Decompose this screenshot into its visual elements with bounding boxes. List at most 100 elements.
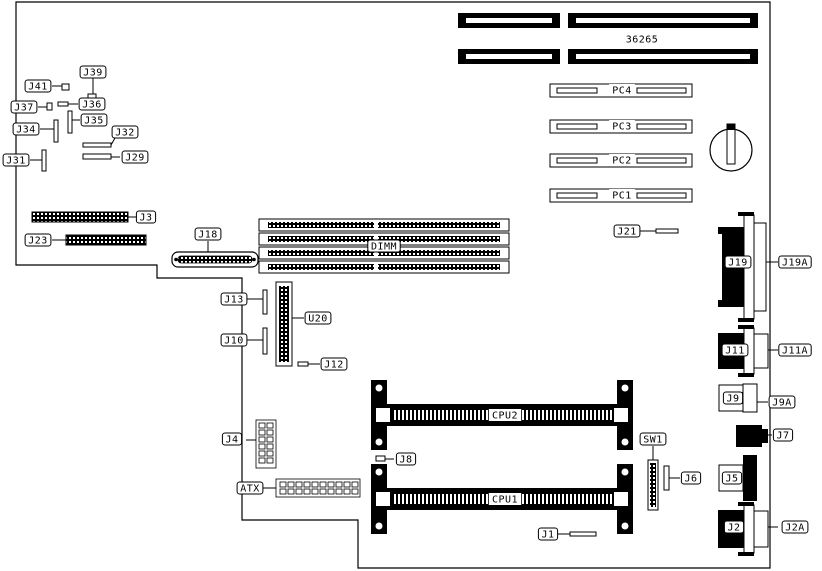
label-pc1: PC1 xyxy=(609,189,635,202)
svg-text:J36: J36 xyxy=(82,100,102,111)
label-j10: J10 xyxy=(220,333,248,347)
header-j13 xyxy=(262,289,268,315)
svg-text:PC1: PC1 xyxy=(612,191,632,202)
svg-text:J23: J23 xyxy=(28,236,48,247)
svg-text:CPU2: CPU2 xyxy=(492,411,518,422)
label-j13: J13 xyxy=(220,292,248,306)
connector-atx xyxy=(275,478,361,498)
label-j35: J35 xyxy=(80,113,108,127)
svg-text:J10: J10 xyxy=(224,336,244,347)
label-pc3: PC3 xyxy=(609,120,635,133)
svg-text:U20: U20 xyxy=(308,314,328,325)
header-j8 xyxy=(375,455,386,462)
svg-text:J13: J13 xyxy=(224,295,244,306)
label-sw1: SW1 xyxy=(639,432,667,446)
battery-icon xyxy=(709,123,753,172)
label-j19a: J19A xyxy=(778,255,812,269)
label-j4: J4 xyxy=(221,432,243,446)
label-j18: J18 xyxy=(194,227,222,241)
svg-text:J29: J29 xyxy=(125,153,145,164)
svg-text:J37: J37 xyxy=(14,103,34,114)
header-j4 xyxy=(255,419,277,469)
label-j36: J36 xyxy=(78,97,106,111)
header-j1 xyxy=(569,531,597,537)
label-j34: J34 xyxy=(12,122,40,136)
svg-text:J7: J7 xyxy=(776,431,789,442)
label-j32: J32 xyxy=(111,125,139,139)
labels: J39 J41 J36 J37 J35 J34 J32 J31 J29 J3 J… xyxy=(2,35,812,541)
svg-text:J12: J12 xyxy=(324,360,344,371)
label-j2: J2 xyxy=(723,520,745,534)
svg-text:J35: J35 xyxy=(84,116,104,127)
label-cpu1: CPU1 xyxy=(488,493,522,506)
label-j29: J29 xyxy=(121,150,149,164)
svg-text:J9: J9 xyxy=(726,394,739,405)
pci-slots xyxy=(549,83,693,203)
svg-text:PC2: PC2 xyxy=(612,156,632,167)
svg-text:J32: J32 xyxy=(115,128,135,139)
label-j11a: J11A xyxy=(778,343,812,357)
header-j6 xyxy=(663,465,670,491)
header-j12 xyxy=(297,361,309,367)
label-j12: J12 xyxy=(320,357,348,371)
svg-text:J4: J4 xyxy=(225,435,238,446)
svg-text:J18: J18 xyxy=(198,230,218,241)
svg-text:J2A: J2A xyxy=(785,523,805,534)
svg-text:J34: J34 xyxy=(16,125,36,136)
svg-text:ATX: ATX xyxy=(240,484,260,495)
svg-text:DIMM: DIMM xyxy=(371,242,397,253)
label-j1: J1 xyxy=(537,527,559,541)
label-j9: J9 xyxy=(722,391,744,405)
connector-j18 xyxy=(171,251,259,268)
label-pc2: PC2 xyxy=(609,154,635,167)
label-j5: J5 xyxy=(721,471,743,485)
label-u20: U20 xyxy=(304,311,332,325)
label-j19: J19 xyxy=(724,255,752,269)
svg-text:J6: J6 xyxy=(684,474,697,485)
connector-j7 xyxy=(736,425,768,447)
label-j2a: J2A xyxy=(781,520,809,534)
label-36265: 36265 xyxy=(626,35,659,46)
label-cpu2: CPU2 xyxy=(488,409,522,422)
svg-text:J11A: J11A xyxy=(782,346,808,357)
svg-text:J19: J19 xyxy=(728,258,748,269)
svg-text:SW1: SW1 xyxy=(643,435,663,446)
label-j9a: J9A xyxy=(768,395,796,409)
label-j21: J21 xyxy=(613,224,641,238)
label-j31: J31 xyxy=(2,153,30,167)
label-j6: J6 xyxy=(680,471,702,485)
label-j3: J3 xyxy=(135,210,157,224)
dimm-slots xyxy=(258,218,510,274)
label-dimm: DIMM xyxy=(367,239,401,253)
svg-text:J31: J31 xyxy=(6,156,26,167)
svg-text:PC3: PC3 xyxy=(612,122,632,133)
svg-text:J8: J8 xyxy=(399,455,412,466)
svg-text:36265: 36265 xyxy=(626,35,659,46)
label-j8: J8 xyxy=(395,452,417,466)
label-atx: ATX xyxy=(236,481,264,495)
header-j10 xyxy=(262,327,268,355)
header-j23 xyxy=(65,234,147,246)
svg-text:J5: J5 xyxy=(725,474,738,485)
svg-text:J11: J11 xyxy=(725,346,745,357)
svg-text:J39: J39 xyxy=(83,68,103,79)
svg-text:PC4: PC4 xyxy=(612,86,632,97)
isa-slots xyxy=(458,13,758,64)
label-j39: J39 xyxy=(79,65,107,79)
leader-lines xyxy=(30,78,778,535)
svg-text:J2: J2 xyxy=(727,523,740,534)
label-pc4: PC4 xyxy=(609,84,635,97)
label-j37: J37 xyxy=(10,100,38,114)
header-j3 xyxy=(31,211,129,223)
label-j11: J11 xyxy=(721,343,749,357)
svg-text:J9A: J9A xyxy=(772,398,792,409)
svg-text:J3: J3 xyxy=(139,213,152,224)
svg-text:J19A: J19A xyxy=(782,258,808,269)
switch-sw1 xyxy=(647,459,659,511)
svg-text:CPU1: CPU1 xyxy=(492,495,518,506)
header-j21 xyxy=(655,228,679,234)
svg-text:J21: J21 xyxy=(617,227,637,238)
svg-text:J41: J41 xyxy=(28,82,48,93)
svg-text:J1: J1 xyxy=(541,530,554,541)
